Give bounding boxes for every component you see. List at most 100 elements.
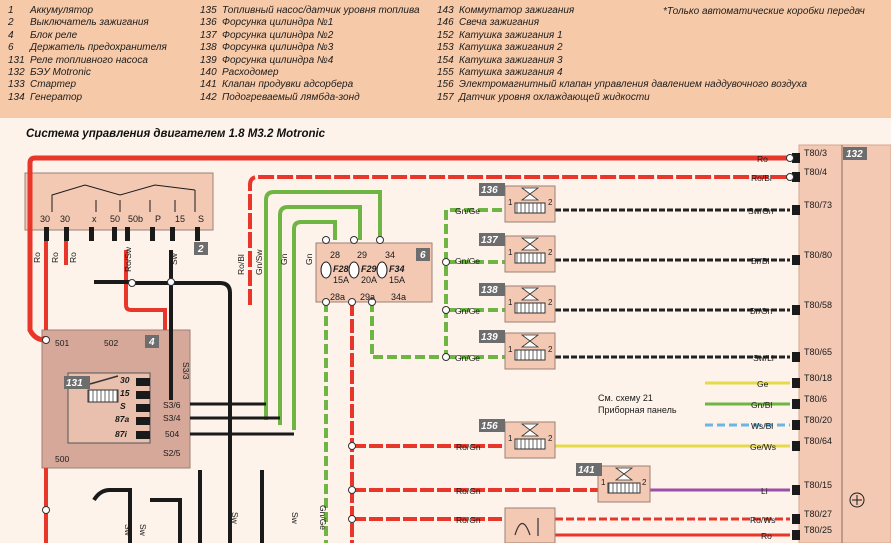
legend-item-number: 132 [8,67,25,79]
ecu-pin-label: T80/80 [804,250,832,260]
pin-label: 2 [548,248,553,257]
valve-156 [504,421,556,459]
wire-label: Sw [290,512,300,525]
pin-label: 1 [508,434,513,443]
wire-label: Sw [138,524,148,537]
fuse-box-id: 6 [420,250,426,261]
legend-item-text: Генератор [30,91,83,103]
wire-s3-outputs [190,402,294,436]
relay-box-terminal: 501 [55,338,69,348]
fuse-rating: 15A [333,275,349,285]
wire-label: Sw [230,512,240,525]
wire-label: Li [761,486,768,496]
ecu-pin-connector [792,205,800,215]
lambda-sensor-symbol [514,518,539,536]
wire-label: Ro [32,252,42,263]
fuse-name: F29 [361,264,377,274]
fuse-elements [320,261,388,279]
wire-label: Gn/Bl [751,400,772,410]
relay-coil [87,389,119,403]
legend-item-text: Подогреваемый лямбда-зонд [222,91,360,103]
switch-terminal: 50b [128,214,143,224]
ecu-pin-connector [792,441,800,451]
injector-137 [504,235,556,273]
component-id-badges: 132 2 4 131 6 136 137 138 139 156 141 [64,147,867,476]
fuse-top-terminal: 34 [385,250,395,260]
fuse-bottom-terminal: 34a [391,292,406,302]
legend-item-number: 135 [200,5,217,16]
wire-label: Ro/Bl [751,173,772,183]
ecu-pin-connector [792,153,800,163]
ignition-switch-terminal-blocks [44,227,200,241]
legend-item-number: 152 [437,29,454,41]
legend-item-text: БЭУ Motronic [30,67,91,79]
legend-item-number: 133 [8,79,25,91]
wire-green-feeds [264,190,382,430]
pin-label: 1 [508,345,513,354]
ecu-pin-label: T80/73 [804,200,832,210]
relay-terminal-labels: 30 15 S 87a 87i [115,375,130,439]
component-pin-labels: 1 2 1 2 1 2 1 2 1 2 1 2 [508,198,647,487]
switch-terminal: x [92,214,97,224]
pin-label: 2 [548,298,553,307]
wire-label: Gn [304,253,314,265]
wire-ro-sw [124,250,167,330]
ecu-pin-connector [792,305,800,315]
wire-label: Sw/Gn [748,206,774,216]
fuse-name: F28 [333,264,349,274]
ecu-pin-label: T80/4 [804,167,827,177]
wire-label: Sw [169,252,179,265]
wire-label: Ro [757,154,768,164]
wire-label: Br/Gn [750,306,772,316]
legend-note: *Только автоматические коробки передач [663,6,865,17]
switch-terminal-labels: 30 30 x 50 50b P 15 S [40,214,204,224]
legend-item-number: 139 [200,54,217,66]
legend-item: 139 Форсунка цилиндра №4 [200,55,420,67]
relay-terminal: S [120,401,126,411]
legend-item-text: Катушка зажигания 2 [459,42,563,54]
wire-label: Gn/Ge [455,306,480,316]
pin-label: 1 [508,198,513,207]
fuse-bottom-terminal: 28a [330,292,345,302]
ecu-pin-connector [792,378,800,388]
relay-box-terminal: S2/5 [163,448,181,458]
switch-terminal: 30 [40,214,50,224]
relay-box-terminal: S3/4 [163,413,181,423]
legend-item-text: Свеча зажигания [459,17,540,29]
wire-label: Sw [123,524,133,537]
relay-box-terminal: 500 [55,454,69,464]
legend-item-text: Электромагнитный клапан управления давле… [459,79,808,91]
fuse-labels: 28 29 34 F28 F29 F34 15A 20A 15A 28a 29a… [330,250,406,302]
ecu-pin-connector [792,420,800,430]
relay-terminal: 30 [120,375,130,385]
wire-injector-outputs [555,208,790,359]
ecu-pin-label: T80/3 [804,148,827,158]
fuse-bottom-terminal: 29a [360,292,375,302]
ecu-pin-label: T80/27 [804,509,832,519]
legend-item-text: Форсунка цилиндра №4 [222,54,334,66]
wire-label: Ro/Sw [123,246,133,272]
legend-item-text: Реле топливного насоса [30,54,148,66]
relay-terminal: 15 [120,388,130,398]
switch-id: 2 [197,244,204,255]
ecu-id: 132 [846,149,863,160]
switch-terminal: 50 [110,214,120,224]
legend-item-number: 4 [8,29,14,41]
wire-ro-bl [248,175,790,305]
ecu-pin-connector [792,172,800,182]
legend-item-number: 156 [437,79,454,91]
fuse-top-terminal: 29 [357,250,367,260]
legend-item-text: Стартер [30,79,77,91]
injector-138-id: 138 [481,285,498,296]
wire-label: Ro/Gn [456,486,481,496]
